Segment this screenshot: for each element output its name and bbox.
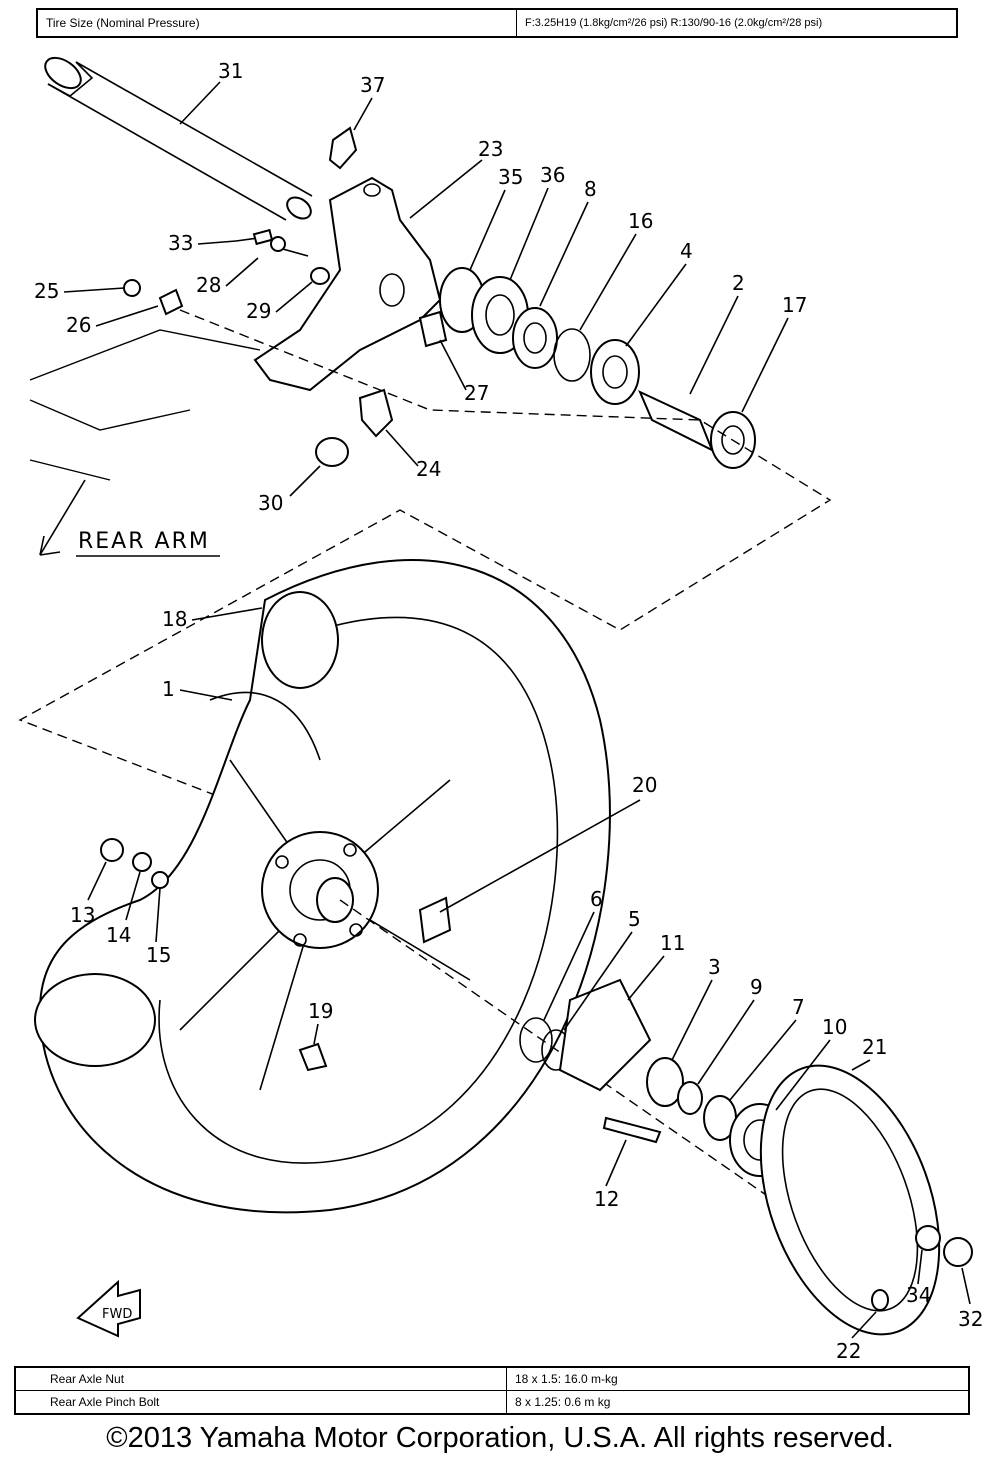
callout-28: 28 [196, 273, 221, 297]
callout-2: 2 [732, 271, 745, 295]
callout-3: 3 [708, 955, 721, 979]
callout-15: 15 [146, 943, 171, 967]
callout-34: 34 [906, 1283, 931, 1307]
copyright-notice: ©2013 Yamaha Motor Corporation, U.S.A. A… [106, 1422, 894, 1454]
callout-6: 6 [590, 887, 603, 911]
spec-item: Rear Axle Pinch Bolt [14, 1390, 507, 1415]
callout-1: 1 [162, 677, 175, 701]
callout-23: 23 [478, 137, 503, 161]
rear-axle [44, 56, 313, 221]
tire-size-label: Tire Size (Nominal Pressure) [36, 8, 517, 38]
callout-19: 19 [308, 999, 333, 1023]
spec-row: Rear Axle Nut 18 x 1.5: 16.0 m-kg [14, 1366, 970, 1391]
callout-21: 21 [862, 1035, 887, 1059]
callout-labels: 31 37 23 35 36 8 16 4 2 17 33 28 25 [34, 59, 983, 1360]
tire-size-table: Tire Size (Nominal Pressure) F:3.25H19 (… [36, 8, 958, 38]
rear-arm-outline [18, 309, 832, 821]
callout-30: 30 [258, 491, 283, 515]
rear-wheel [34, 559, 611, 1214]
fwd-arrow-icon: FWD [76, 1279, 141, 1338]
spec-value: 18 x 1.5: 16.0 m-kg [506, 1366, 970, 1391]
callout-33: 33 [168, 231, 193, 255]
hub-nuts-left [100, 838, 169, 889]
callout-8: 8 [584, 177, 597, 201]
rear-arm-label: REAR ARM [78, 529, 210, 554]
callout-4: 4 [680, 239, 693, 263]
callout-11: 11 [660, 931, 685, 955]
bearing-stack [439, 267, 756, 469]
torque-spec-table: Rear Axle Nut 18 x 1.5: 16.0 m-kg Rear A… [14, 1366, 970, 1415]
callout-26: 26 [66, 313, 91, 337]
spec-value: 8 x 1.25: 0.6 m kg [506, 1390, 970, 1415]
callout-5: 5 [628, 907, 641, 931]
callout-12: 12 [594, 1187, 619, 1211]
small-fasteners-upper [123, 126, 448, 467]
callout-7: 7 [792, 995, 805, 1019]
callout-18: 18 [162, 607, 187, 631]
callout-22: 22 [836, 1339, 861, 1360]
callout-36: 36 [540, 163, 565, 187]
callout-32: 32 [958, 1307, 983, 1331]
callout-16: 16 [628, 209, 653, 233]
callout-13: 13 [70, 903, 95, 927]
callout-17: 17 [782, 293, 807, 317]
callout-27: 27 [464, 381, 489, 405]
callout-31: 31 [218, 59, 243, 83]
fwd-label: FWD [102, 1307, 132, 1322]
tire-size-row: Tire Size (Nominal Pressure) F:3.25H19 (… [36, 8, 958, 38]
callout-10: 10 [822, 1015, 847, 1039]
callout-14: 14 [106, 923, 131, 947]
callout-24: 24 [416, 457, 441, 481]
callout-37: 37 [360, 73, 385, 97]
callout-29: 29 [246, 299, 271, 323]
callout-35: 35 [498, 165, 523, 189]
callout-9: 9 [750, 975, 763, 999]
brake-caliper-bracket [253, 176, 442, 392]
spec-row: Rear Axle Pinch Bolt 8 x 1.25: 0.6 m kg [14, 1390, 970, 1415]
tire-size-value: F:3.25H19 (1.8kg/cm²/26 psi) R:130/90-16… [516, 8, 958, 38]
callout-20: 20 [632, 773, 657, 797]
sprocket-assembly [339, 899, 973, 1336]
rear-wheel-exploded-diagram: FWD 31 37 23 35 36 8 16 4 2 17 33 2 [18, 56, 983, 1360]
callout-25: 25 [34, 279, 59, 303]
spec-item: Rear Axle Nut [14, 1366, 507, 1391]
